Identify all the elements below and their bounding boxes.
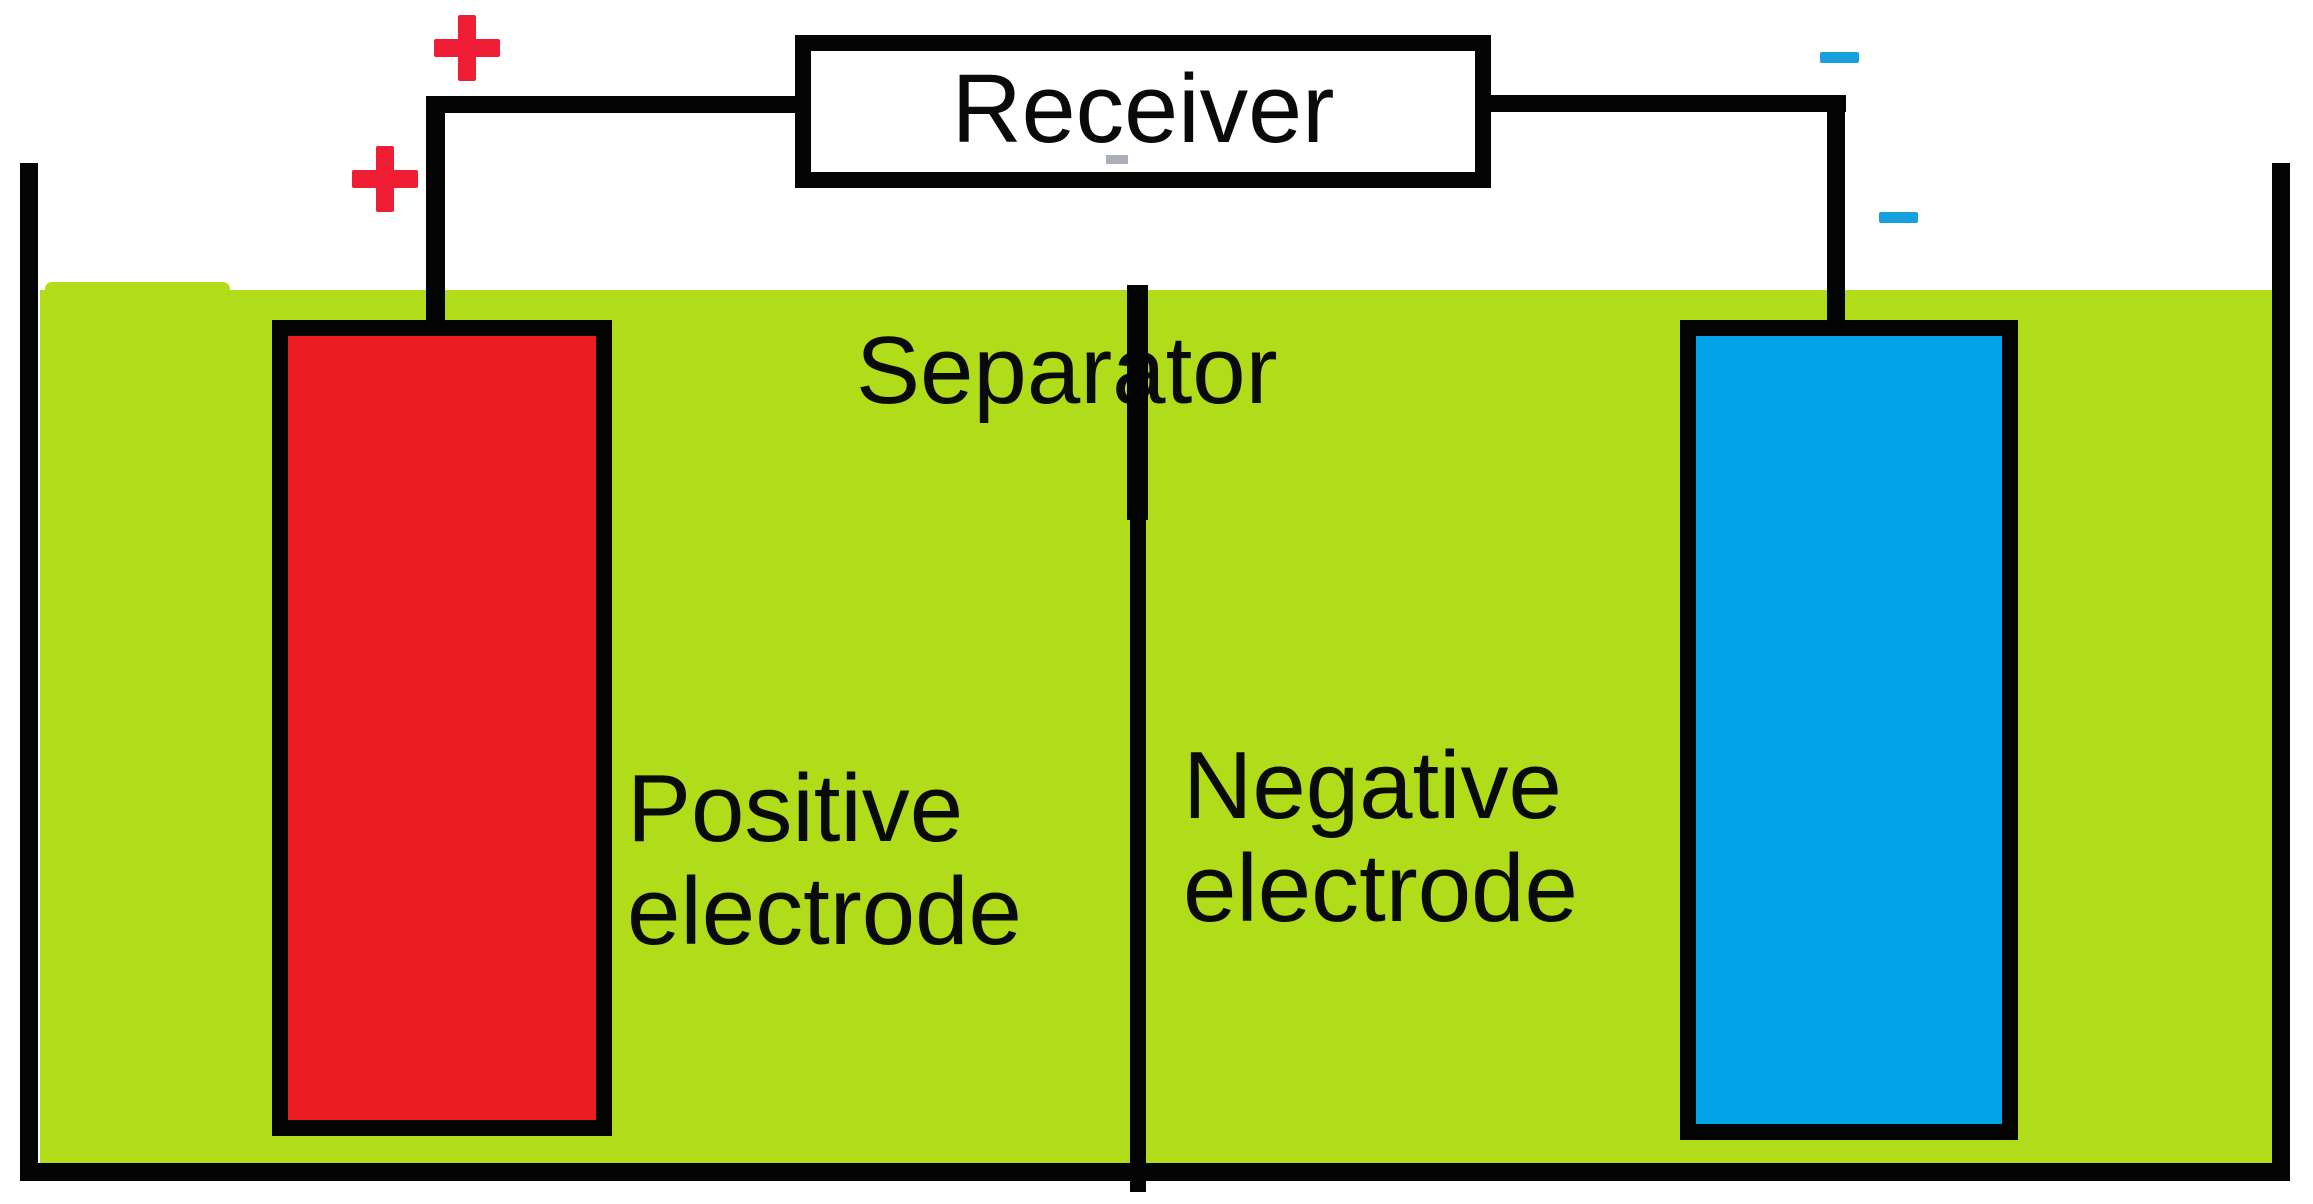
separator-label-text: Separator	[856, 317, 1278, 424]
receiver-box: Receiver	[795, 35, 1491, 188]
separator-line-lower	[1130, 515, 1146, 1192]
tank-right-wall	[2272, 163, 2290, 1180]
positive-label-line1: Positive	[627, 755, 964, 862]
separator-line-upper	[1127, 285, 1148, 520]
wire-positive-horizontal	[426, 96, 798, 113]
smudge-mark	[1106, 155, 1128, 164]
negative-label-line1: Negative	[1183, 732, 1562, 839]
negative-label-line2: electrode	[1183, 834, 1578, 942]
receiver-label: Receiver	[951, 54, 1335, 163]
separator-label: Separator	[856, 317, 1278, 424]
minus-icon	[1820, 52, 1859, 63]
minus-icon	[1879, 212, 1918, 223]
positive-electrode	[272, 320, 612, 1136]
tank-bottom-wall	[20, 1163, 2290, 1181]
negative-electrode	[1680, 320, 2018, 1140]
electrolyte-surface-bump	[45, 282, 230, 296]
plus-icon	[352, 146, 418, 212]
positive-electrode-label: Positive electrode	[627, 755, 1022, 965]
tank-left-wall	[20, 163, 38, 1180]
wire-positive-vertical	[426, 96, 445, 322]
plus-icon	[434, 15, 500, 81]
wire-negative-vertical	[1827, 95, 1845, 322]
positive-label-line2: electrode	[627, 857, 1022, 965]
wire-negative-horizontal	[1488, 95, 1846, 112]
negative-electrode-label: Negative electrode	[1183, 732, 1578, 942]
